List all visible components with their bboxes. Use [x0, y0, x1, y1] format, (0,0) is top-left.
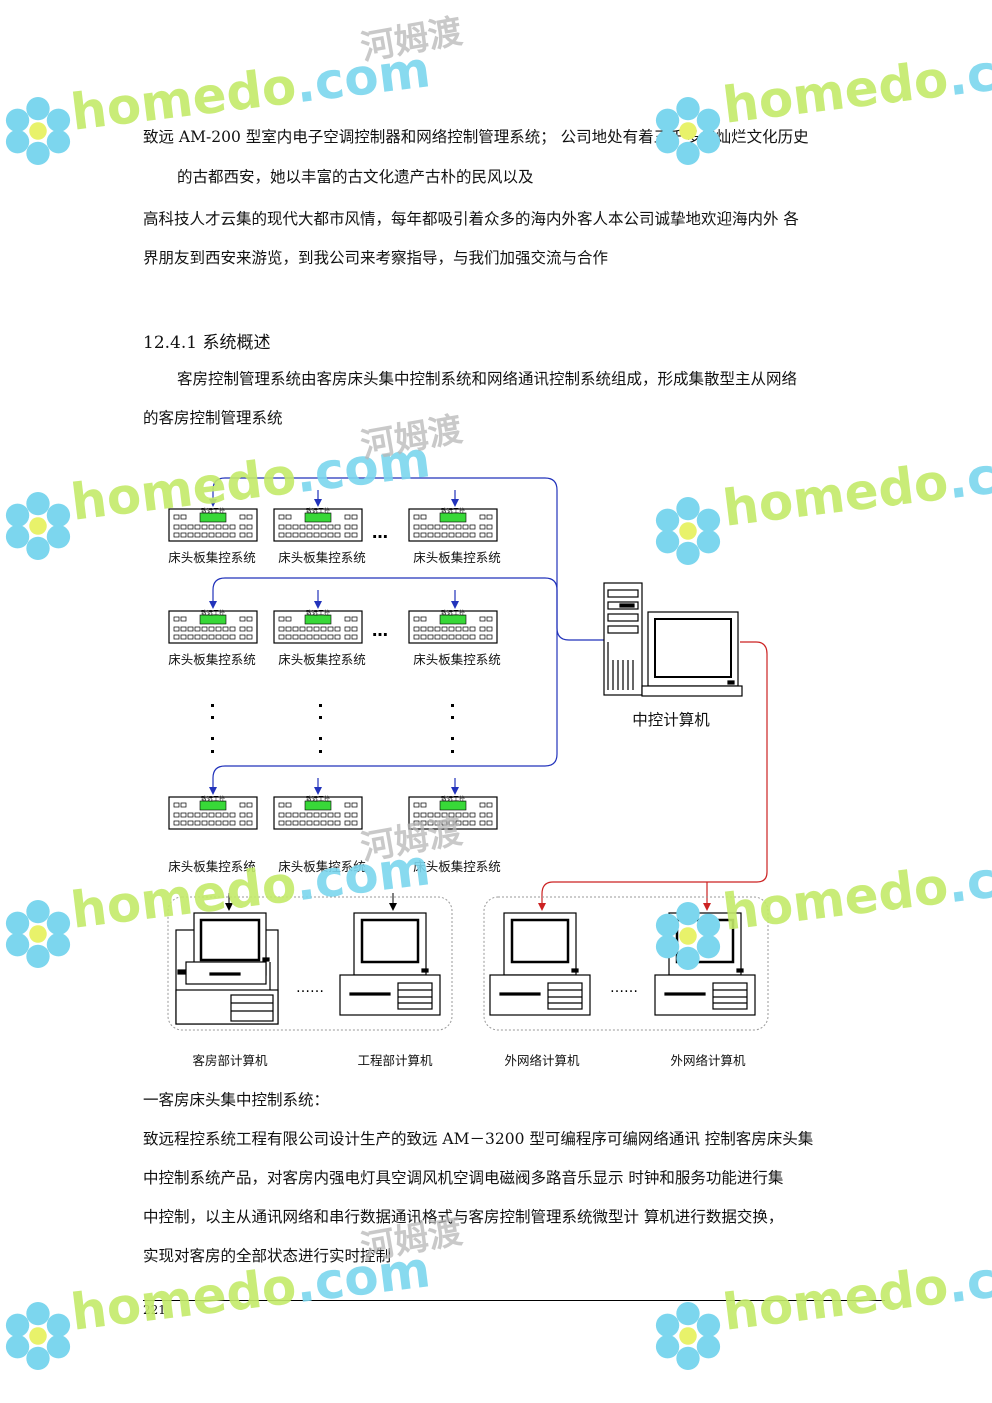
paragraph-line: 致远程控系统工程有限公司设计生产的致远 AM－3200 型可编程序可编网络通讯 …	[143, 1130, 814, 1148]
watermark-text: homedo.com	[719, 33, 992, 135]
external-dept-frame	[483, 896, 769, 1031]
watermark-flower-icon	[5, 899, 71, 969]
dept-label: 客房部计算机	[192, 1053, 268, 1068]
panel-label: 床头板集控系统	[168, 859, 256, 874]
panel-screen-text: 致远工控	[201, 795, 225, 803]
watermark-flower-icon	[5, 1301, 71, 1371]
paragraph-line: 客房控制管理系统由客房床头集中控制系统和网络通讯控制系统组成，形成集散型主从网络	[177, 370, 798, 388]
paragraph-line: 中控制，以主从通讯网络和串行数据通讯格式与客房控制管理系统微型计 算机进行数据交…	[143, 1208, 784, 1226]
watermark-flower-icon	[655, 496, 721, 566]
blue-bus-lines	[212, 477, 604, 793]
section-heading: 12.4.1 系统概述	[143, 333, 271, 353]
panel-label: 床头板集控系统	[168, 550, 256, 565]
ellipsis: …	[372, 523, 388, 542]
paragraph-line: 的客房控制管理系统	[143, 409, 283, 427]
panel-screen-text: 致远工控	[441, 795, 465, 803]
ellipsis: ……	[296, 980, 324, 996]
dept-label: 外网络计算机	[504, 1053, 580, 1068]
panel-screen-text: 致远工控	[306, 507, 330, 515]
subsection-title: 一客房床头集中控制系统：	[143, 1091, 330, 1109]
footer-rule	[143, 1300, 885, 1301]
internal-dept-frame	[167, 896, 453, 1031]
dept-label: 工程部计算机	[357, 1053, 433, 1068]
paragraph-line: 界朋友到西安来游览，到我公司来考察指导，与我们加强交流与合作	[143, 249, 609, 267]
panel-screen-text: 致远工控	[201, 609, 225, 617]
watermark-flower-icon	[655, 901, 721, 971]
vertical-dots	[211, 704, 454, 753]
paragraph-line: 高科技人才云集的现代大都市风情，每年都吸引着众多的海内外客人本公司诚挚地欢迎海内…	[143, 210, 799, 228]
watermark-flower-icon	[655, 1301, 721, 1371]
ellipsis: ……	[610, 980, 638, 996]
page-number: 221	[143, 1303, 166, 1317]
panel-screen-text: 致远工控	[306, 609, 330, 617]
ellipsis: …	[372, 621, 388, 640]
watermark-flower-icon	[5, 96, 71, 166]
panel-screen-text: 致远工控	[306, 795, 330, 803]
paragraph-line: 的古都西安，她以丰富的古文化遗产古朴的民风以及	[177, 168, 534, 186]
panel-label: 床头板集控系统	[413, 652, 501, 667]
panel-screen-text: 致远工控	[441, 507, 465, 515]
red-link-lines	[541, 641, 768, 905]
panel-label: 床头板集控系统	[168, 652, 256, 667]
panel-label: 床头板集控系统	[413, 859, 501, 874]
watermark-flower-icon	[5, 491, 71, 561]
panel-label: 床头板集控系统	[278, 859, 366, 874]
panel-screen-text: 致远工控	[201, 507, 225, 515]
central-computer	[603, 582, 743, 697]
watermark-text: homedo.com	[719, 1240, 992, 1342]
paragraph-line: 致远 AM-200 型室内电子空调控制器和网络控制管理系统； 公司地处有着三千多…	[143, 128, 809, 146]
external-computer-1	[488, 911, 592, 1017]
panel-label: 床头板集控系统	[278, 550, 366, 565]
dept-label: 外网络计算机	[670, 1053, 746, 1068]
panel-label: 床头板集控系统	[413, 550, 501, 565]
paragraph-line: 中控制系统产品，对客房内强电灯具空调风机空调电磁阀多路音乐显示 时钟和服务功能进…	[143, 1169, 784, 1187]
watermark-flower-icon	[655, 96, 721, 166]
network-diagram: 致远工控 致远工控 致远工控 致远工控 致远工控 致远工控 致远工控 致远工控 …	[167, 477, 769, 1068]
engineering-computer	[338, 911, 442, 1017]
panel-screen-text: 致远工控	[441, 609, 465, 617]
guest-room-computer	[175, 912, 279, 1025]
central-computer-label: 中控计算机	[632, 710, 710, 729]
watermark-cn: 河姆渡	[357, 11, 466, 69]
paragraph-line: 实现对客房的全部状态进行实时控制	[143, 1247, 392, 1265]
panel-label: 床头板集控系统	[278, 652, 366, 667]
